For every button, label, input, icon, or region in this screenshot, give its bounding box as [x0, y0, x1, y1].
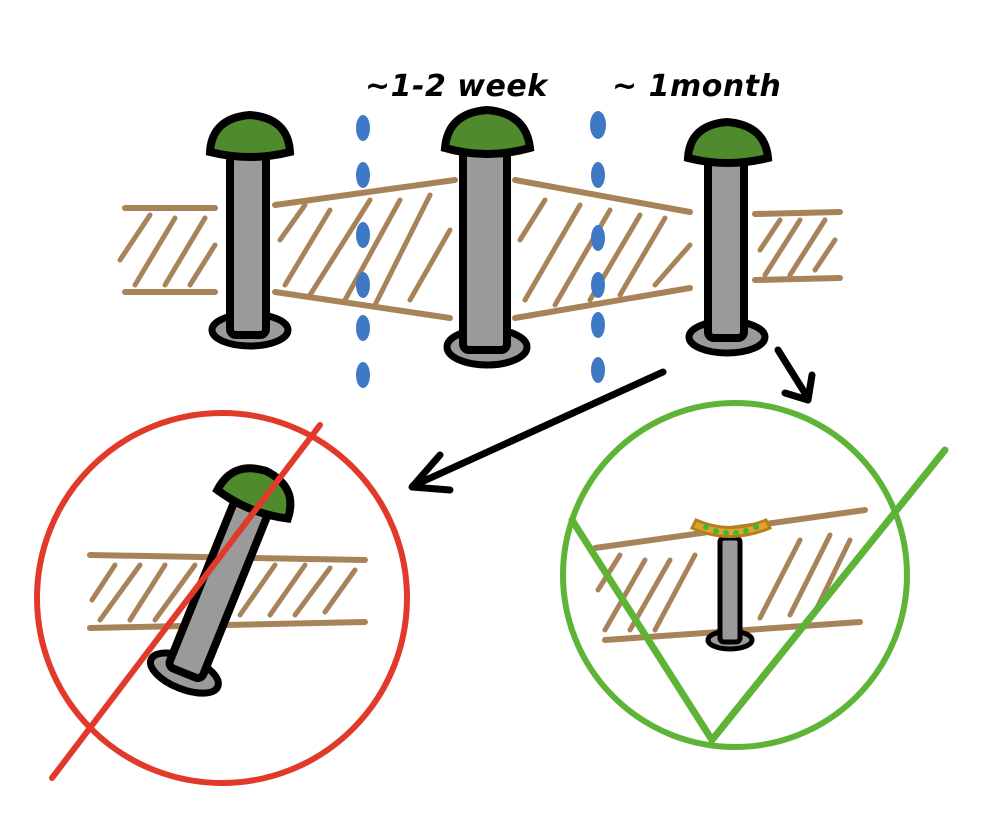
arrow-to-right — [774, 346, 816, 404]
label-interval-1-2-weeks: ~1-2 week — [365, 69, 549, 104]
pin-small-1 — [205, 110, 295, 350]
pin-large — [440, 105, 535, 369]
pin-small-2 — [683, 117, 773, 357]
jewelry-pin — [689, 518, 773, 652]
circle-slash-icon — [34, 410, 410, 786]
label-interval-1-month: ~ 1month — [612, 69, 781, 104]
arrow-to-wrong — [408, 368, 667, 494]
circle-checkmark-icon — [560, 400, 910, 750]
right-example — [560, 400, 949, 750]
time-divider-1 — [356, 115, 370, 388]
wrong-example — [34, 410, 410, 786]
tissue-band-top — [117, 177, 843, 321]
time-divider-2 — [590, 111, 606, 383]
tilted-pin — [146, 464, 295, 697]
